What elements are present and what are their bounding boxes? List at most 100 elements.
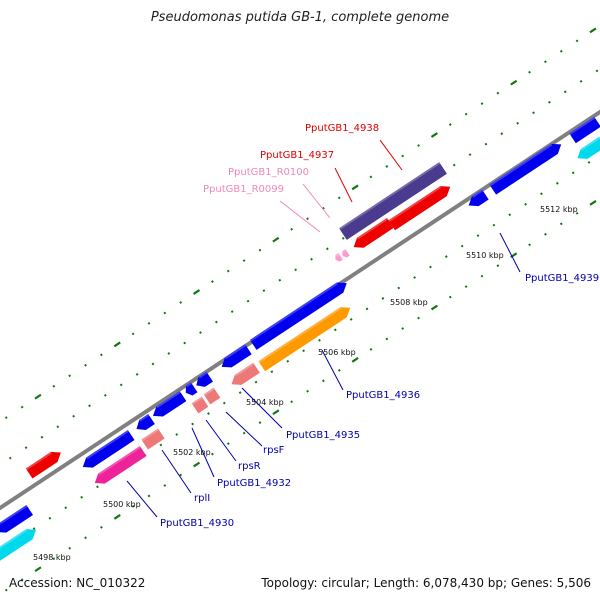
gene-feature-highlight	[388, 186, 442, 222]
label-leader-lines	[126, 139, 521, 518]
gene-feature	[196, 371, 213, 387]
gene-feature	[569, 116, 600, 144]
scale-ticks	[0, 27, 599, 592]
gene-feature-highlight	[342, 249, 347, 253]
scale-tick	[448, 123, 452, 126]
gene-feature-highlight	[25, 451, 52, 471]
scale-tick	[191, 422, 194, 426]
gene-feature	[388, 186, 451, 231]
scale-tick	[401, 327, 405, 330]
scale-tick	[179, 473, 183, 477]
scale-tick	[540, 192, 543, 196]
scale-tick	[306, 217, 309, 221]
scale-tick	[230, 310, 234, 313]
scale-tick	[113, 514, 121, 520]
gene-feature	[141, 428, 165, 450]
gene-feature-shape	[185, 382, 198, 396]
gene-feature-shape	[141, 428, 165, 450]
gene-feature-shape	[489, 143, 562, 195]
scale-tick	[460, 244, 464, 248]
scale-tick	[492, 223, 496, 227]
scale-tick	[211, 280, 214, 283]
scale-tick	[575, 211, 579, 215]
scale-tick	[290, 227, 294, 231]
scale-tick	[113, 341, 121, 348]
scale-tick	[24, 446, 28, 450]
scale-tick	[34, 566, 42, 573]
gene-feature-shape	[468, 189, 489, 207]
gene-feature-highlight	[569, 116, 596, 135]
gene-feature-shape	[191, 396, 209, 414]
scale-tick	[480, 274, 484, 278]
scale-tick	[64, 506, 68, 510]
scale-tick	[159, 443, 163, 447]
scale-tick	[430, 304, 438, 311]
gene-feature	[249, 282, 347, 350]
scale-tick	[318, 338, 321, 342]
scale-tick	[429, 265, 432, 269]
scale-tick	[193, 461, 201, 468]
gene-feature-shape	[94, 446, 147, 484]
scale-tick	[72, 414, 76, 418]
scale-tick	[468, 153, 472, 156]
map-title: Pseudomonas putida GB-1, complete genome	[150, 10, 450, 25]
scale-label: 5498 kbp	[33, 553, 71, 562]
scale-tick	[464, 285, 468, 288]
gene-feature-highlight	[191, 396, 203, 405]
scale-tick	[147, 494, 151, 498]
scale-tick	[484, 142, 488, 146]
scale-tick	[306, 389, 309, 393]
scale-tick	[100, 525, 103, 529]
scale-tick	[254, 380, 258, 384]
gene-label: rpsR	[238, 461, 261, 472]
scale-tick	[500, 132, 504, 136]
scale-tick	[119, 383, 123, 387]
scale-tick	[211, 452, 214, 456]
scale-tick	[214, 320, 218, 324]
gene-feature-highlight	[0, 529, 28, 553]
gene-feature-shape	[0, 529, 37, 562]
leader-line	[334, 167, 353, 203]
scale-tick	[34, 393, 42, 400]
gene-feature	[468, 189, 489, 207]
scale-tick	[369, 175, 373, 179]
scale-tick	[563, 90, 567, 94]
scale-tick	[68, 546, 72, 550]
scale-tick	[333, 328, 337, 332]
gene-label: PputGB1_R0100	[228, 167, 309, 178]
leader-line	[225, 411, 263, 447]
scale-tick	[20, 578, 24, 582]
leader-line	[279, 200, 321, 233]
scale-tick	[575, 39, 579, 43]
gene-feature	[82, 430, 135, 468]
scale-tick	[559, 49, 563, 53]
gene-feature-shape	[136, 414, 155, 430]
gene-feature-highlight	[258, 307, 342, 363]
gene-feature-shape	[569, 116, 600, 144]
scale-tick	[401, 154, 405, 158]
scale-tick	[430, 132, 438, 138]
scale-tick	[193, 289, 201, 295]
scale-tick	[207, 412, 210, 415]
scale-tick	[175, 433, 179, 436]
scale-tick	[547, 100, 551, 104]
scale-tick	[56, 425, 60, 429]
scale-tick	[135, 373, 139, 376]
gene-feature-highlight	[335, 253, 340, 257]
gene-feature-shape	[258, 307, 351, 372]
gene-feature-highlight	[489, 143, 553, 187]
gene-feature	[185, 382, 198, 396]
gene-feature	[231, 362, 260, 385]
gene-label: rpsF	[263, 445, 285, 456]
scale-tick	[131, 505, 135, 508]
scale-tick	[278, 278, 282, 282]
gene-feature-shape	[152, 391, 187, 417]
scale-tick	[4, 416, 8, 419]
scale-tick	[544, 60, 547, 64]
gene-feature-highlight	[185, 382, 192, 388]
gene-feature	[136, 414, 155, 430]
gene-feature-highlight	[198, 371, 208, 379]
gene-feature-highlight	[203, 387, 215, 396]
